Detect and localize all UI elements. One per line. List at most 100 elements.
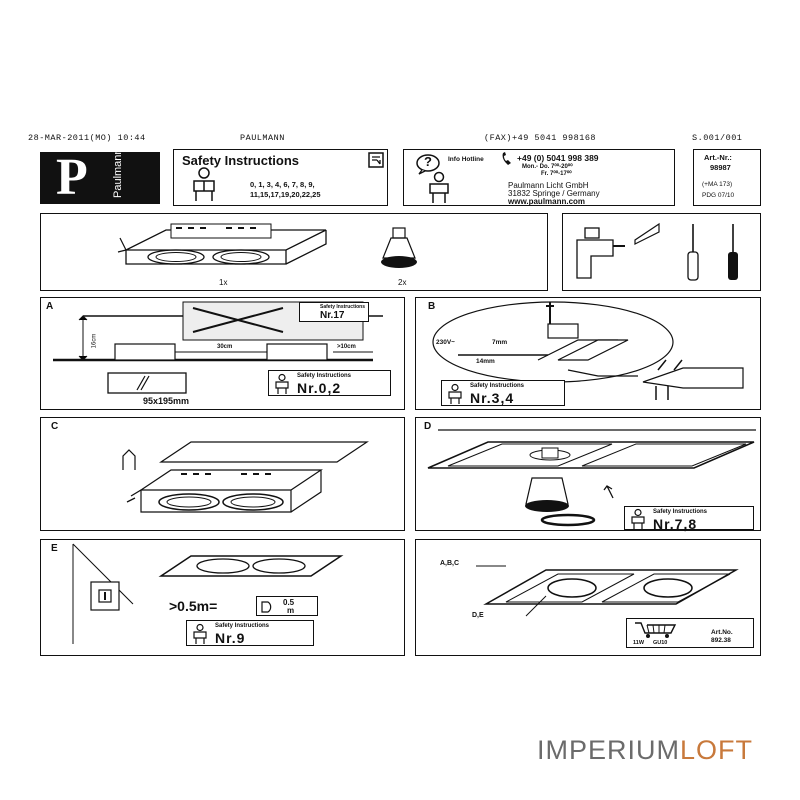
panel-b: B 230V~ 7mm 14mm Safety Instructions Nr.… bbox=[415, 297, 761, 410]
article-box: Art.-Nr.: 98987 (+MA 173) PDG 07/10 bbox=[693, 149, 761, 206]
panel-b-strip2: 14mm bbox=[476, 358, 495, 365]
lamp-distance-icon bbox=[261, 601, 272, 613]
book-icon bbox=[368, 152, 384, 168]
fax-page: S.001/001 bbox=[692, 133, 743, 143]
double-recessed-frame-drawing bbox=[117, 223, 327, 265]
panel-e-icon-unit: m bbox=[287, 606, 295, 615]
hotline-label: Info Hotline bbox=[448, 156, 484, 163]
panel-d-safety-nr: Nr.7,8 bbox=[653, 516, 698, 532]
panel-a-tag-nr: Nr.17 bbox=[320, 310, 345, 321]
article-pdg: PDG 07/10 bbox=[702, 192, 735, 199]
panel-b-strip1: 7mm bbox=[492, 339, 508, 346]
safety-numbers-line2: 11,15,17,19,20,22,25 bbox=[250, 190, 321, 199]
company-name: Paulmann Licht GmbH bbox=[508, 181, 589, 190]
panel-f-label-de: D,E bbox=[472, 612, 484, 619]
panel-d: D Safety Instructions Nr.7,8 bbox=[415, 417, 761, 532]
person-reading-icon bbox=[193, 623, 207, 644]
panel-a-safety-title: Safety Instructions bbox=[297, 373, 352, 379]
hotline-hours-mon: Mon.- Do. 7⁰⁰-20⁰⁰ bbox=[522, 164, 573, 170]
order-info-box: 11W GU10 Art.No. 892.38 bbox=[626, 618, 754, 648]
order-watt: 11W bbox=[633, 640, 645, 646]
panel-b-safety-nr: Nr.3,4 bbox=[470, 390, 515, 406]
panel-e-label: E bbox=[51, 543, 58, 554]
person-reading-icon bbox=[448, 383, 462, 404]
panel-a: A Safety Instructions Nr.17 16cm 30cm >1… bbox=[40, 297, 405, 410]
qty-luminaire: 1x bbox=[219, 278, 228, 287]
gu10-bulb-drawing bbox=[381, 227, 417, 268]
panel-e-icon-value: 0.5 bbox=[283, 598, 295, 607]
watermark-main: IMPERIUM bbox=[537, 735, 680, 765]
panel-d-label: D bbox=[424, 421, 432, 432]
article-ma: (+MA 173) bbox=[702, 181, 733, 188]
panel-a-safety-tag: Safety Instructions Nr.0,2 bbox=[268, 370, 391, 396]
person-reading-icon bbox=[193, 167, 215, 201]
watermark-accent: LOFT bbox=[680, 735, 754, 765]
panel-b-voltage: 230V~ bbox=[436, 339, 455, 346]
person-reading-icon bbox=[275, 373, 289, 394]
person-icon bbox=[429, 171, 449, 203]
shopping-cart-icon bbox=[635, 622, 677, 638]
hotline-box: ? Info Hotline +49 (0) 5041 998 389 Mon.… bbox=[403, 149, 675, 206]
assembled-frame-drawing bbox=[476, 565, 739, 617]
hotline-phone: +49 (0) 5041 998 389 bbox=[517, 153, 599, 163]
order-art-number: 892.38 bbox=[711, 637, 731, 644]
panel-a-dist1: 30cm bbox=[217, 344, 233, 350]
panel-a-safety-nr: Nr.0,2 bbox=[297, 380, 342, 396]
safety-box-title: Safety Instructions bbox=[182, 153, 300, 168]
screwdriver-phillips-icon bbox=[728, 224, 738, 280]
panel-a-dist2: >10cm bbox=[337, 344, 356, 350]
logo-word: Paulmann bbox=[112, 148, 124, 198]
article-label: Art.-Nr.: bbox=[704, 153, 732, 162]
question-mark: ? bbox=[424, 154, 432, 169]
panel-b-safety-tag: Safety Instructions Nr.3,4 bbox=[441, 380, 565, 406]
panel-a-label: A bbox=[46, 301, 54, 312]
panel-c: C bbox=[40, 417, 405, 531]
panel-a-height: 16cm bbox=[91, 333, 98, 349]
hotline-hours-fri: Fr. 7⁰⁰-17⁰⁰ bbox=[541, 171, 572, 177]
hole-saw-icon bbox=[634, 222, 660, 245]
panel-a-tag-box: Safety Instructions Nr.17 bbox=[299, 302, 369, 322]
fax-sender: PAULMANN bbox=[240, 133, 285, 143]
panel-e-safety-tag: Safety Instructions Nr.9 bbox=[186, 620, 314, 646]
fax-number: (FAX)+49 5041 998168 bbox=[484, 133, 597, 143]
panel-e-distance: >0.5m= bbox=[169, 598, 218, 614]
question-bubble-icon bbox=[416, 154, 440, 175]
phone-icon bbox=[502, 152, 511, 165]
tools-panel bbox=[562, 213, 761, 291]
panel-a-tag-title: Safety Instructions bbox=[320, 304, 366, 310]
double-frame-top-drawing bbox=[158, 555, 344, 577]
fax-date: 28-MAR-2011(MO) 10:44 bbox=[28, 133, 146, 143]
person-reading-icon bbox=[631, 508, 645, 529]
safety-instructions-box: Safety Instructions 0, 1, 3, 4, 6, 7, 8,… bbox=[173, 149, 388, 206]
panel-d-safety-title: Safety Instructions bbox=[653, 509, 708, 515]
paulmann-logo: P Paulmann bbox=[40, 148, 160, 204]
panel-e-safety-title: Safety Instructions bbox=[215, 623, 270, 629]
panel-b-safety-title: Safety Instructions bbox=[470, 383, 525, 389]
article-number: 98987 bbox=[710, 163, 731, 172]
panel-b-label: B bbox=[428, 301, 436, 312]
parts-panel: 1x 2x bbox=[40, 213, 548, 291]
bulb-insertion-drawing bbox=[427, 429, 756, 527]
panel-e-distance-icon: 0.5 m bbox=[256, 596, 318, 616]
panel-a-cutout: 95x195mm bbox=[143, 396, 190, 406]
drill-icon bbox=[576, 227, 625, 279]
panel-e: E >0.5m= 0.5 m Safety Instructions Nr.9 bbox=[40, 539, 405, 656]
wiring-detail-drawing bbox=[432, 301, 744, 400]
frame-insertion-drawing bbox=[122, 441, 369, 513]
order-art-label: Art.No. bbox=[711, 629, 733, 636]
cutout-template-drawing bbox=[107, 372, 187, 394]
qty-bulb: 2x bbox=[398, 278, 407, 287]
panel-e-safety-nr: Nr.9 bbox=[215, 630, 246, 646]
company-web: www.paulmann.com bbox=[508, 197, 586, 206]
order-socket: GU10 bbox=[653, 640, 668, 646]
imperiumloft-watermark: IMPERIUMLOFT bbox=[537, 735, 753, 766]
panel-d-safety-tag: Safety Instructions Nr.7,8 bbox=[624, 506, 754, 532]
wall-switch-drawing bbox=[72, 543, 134, 644]
screwdriver-slotted-icon bbox=[687, 224, 699, 281]
panel-f: A,B,C D,E 11W GU10 Art.No. 892.38 bbox=[415, 539, 761, 656]
panel-c-label: C bbox=[51, 421, 59, 432]
company-address: 31832 Springe / Germany bbox=[508, 189, 600, 198]
panel-f-label-abc: A,B,C bbox=[440, 560, 460, 567]
fax-header: 28-MAR-2011(MO) 10:44 PAULMANN (FAX)+49 … bbox=[28, 133, 758, 145]
safety-numbers-line1: 0, 1, 3, 4, 6, 7, 8, 9, bbox=[250, 180, 315, 189]
